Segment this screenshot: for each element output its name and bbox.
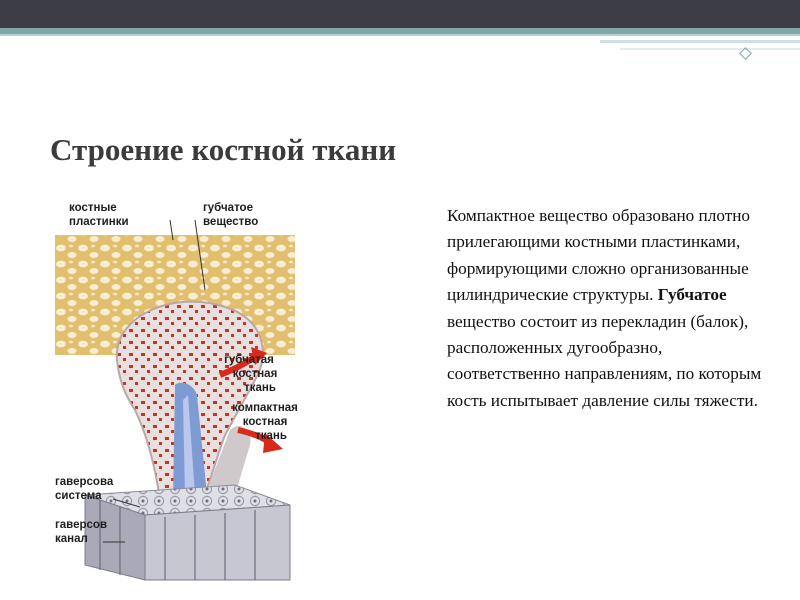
label-spongy-tissue: ткань — [244, 382, 276, 394]
compact-cortex — [205, 425, 251, 495]
bone-structure-figure: костные пластинки губчатое вещество губч… — [55, 195, 305, 585]
header-stripe-thin — [0, 34, 800, 36]
marrow-highlight — [183, 395, 195, 497]
label-bone-plates: пластинки — [69, 216, 129, 228]
accent-line — [600, 40, 800, 43]
arrow-compact-tissue-head — [263, 433, 283, 453]
arrow-spongy-tissue — [218, 354, 257, 378]
arrow-spongy-tissue-head — [251, 347, 267, 365]
label-haversian-canal: гаверсов — [55, 519, 107, 531]
haversian-block-side — [144, 504, 291, 581]
label-pointer-line — [112, 498, 141, 508]
haversian-canal-lines — [99, 500, 256, 580]
label-compact-tissue: костная — [243, 416, 288, 428]
accent-line-secondary — [620, 48, 800, 50]
paragraph-bold-term: Губчатое — [657, 285, 727, 305]
label-haversian-system: система — [55, 490, 102, 502]
label-spongy-tissue: губчатая — [224, 354, 274, 366]
paragraph-intro: Компактное вещество образовано плотно пр… — [447, 206, 750, 305]
label-haversian-system: гаверсова — [55, 476, 114, 488]
description-paragraph: Компактное вещество образовано плотно пр… — [447, 203, 767, 414]
label-pointer-line — [194, 219, 206, 291]
label-pointer-line — [169, 219, 174, 241]
header-bar — [0, 0, 800, 28]
label-compact-tissue: компактная — [232, 402, 298, 414]
paragraph-rest: вещество состоит из перекладин (балок), … — [447, 311, 762, 410]
label-spongy-tissue: костная — [233, 368, 278, 380]
header-stripe — [0, 28, 800, 34]
slide-title: Строение костной ткани — [50, 132, 397, 167]
label-compact-tissue: ткань — [255, 430, 287, 442]
label-spongy-substance: вещество — [203, 216, 258, 228]
label-bone-plates: костные — [69, 202, 117, 214]
label-haversian-canal: канал — [55, 533, 88, 545]
bone-diagram: костные пластинки губчатое вещество губч… — [55, 202, 298, 581]
label-spongy-substance: губчатое — [203, 202, 253, 214]
